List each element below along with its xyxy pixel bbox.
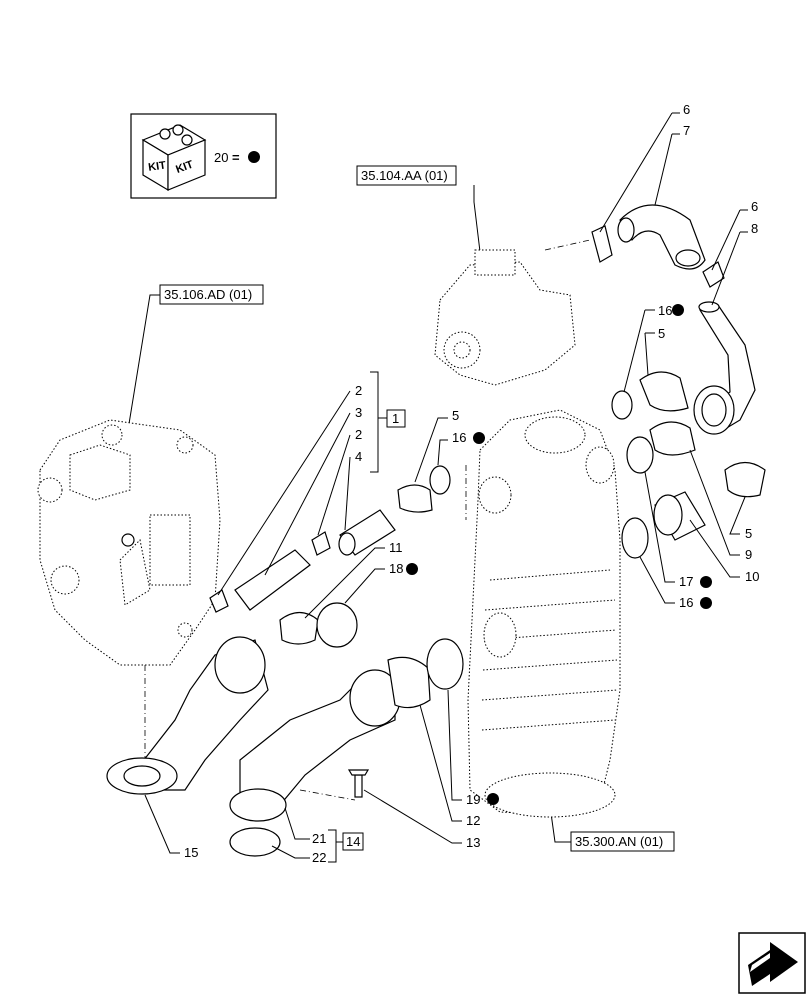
engine-block-left (37, 419, 221, 770)
callout-2-a: 2 (355, 383, 362, 398)
kit-label-right: KIT (174, 159, 195, 176)
kit-box: KIT KIT 20 = (130, 113, 277, 199)
part-4-connector (338, 509, 396, 556)
callout-17: 17 (679, 574, 693, 589)
part-12-clamp (387, 656, 431, 709)
kit-equals: = (232, 150, 240, 165)
part-11-clamp (279, 611, 319, 645)
dot-17 (700, 576, 712, 588)
part-6-clamp-right (702, 261, 725, 288)
part-10-sleeve (653, 491, 706, 541)
ref-35-300-text: 35.300.AN (01) (575, 834, 663, 849)
kit-label-left: KIT (148, 160, 167, 174)
part-18-seal (316, 602, 358, 648)
callout-6-right: 6 (751, 199, 758, 214)
part-15-intake-pipe (106, 636, 269, 795)
next-page-arrow-icon[interactable] (738, 932, 806, 994)
ref-35-104-text: 35.104.AA (01) (361, 168, 448, 183)
part-2-clamp-upper (311, 531, 331, 556)
air-filter-housing (465, 409, 621, 818)
part-6-clamp-top (591, 225, 613, 263)
part-16-seal-lower (621, 517, 649, 559)
callout-19: 19 (466, 792, 480, 807)
kit-box-icon: KIT KIT (141, 124, 207, 192)
dot-19 (487, 793, 499, 805)
dot-18 (406, 563, 418, 575)
part-5-clamp-lower (724, 461, 766, 498)
group-box-1: 1 (370, 371, 406, 473)
part-9-clamp (649, 421, 696, 456)
callout-16-upper: 16 (658, 303, 672, 318)
ref-35-106-text: 35.106.AD (01) (164, 287, 252, 302)
callout-12: 12 (466, 813, 480, 828)
ref-box-35-300: 35.300.AN (01) (544, 769, 675, 852)
callout-16-middle: 16 (452, 430, 466, 445)
callout-8: 8 (751, 221, 758, 236)
group-1-text: 1 (392, 411, 399, 426)
callouts: 6 7 6 8 16 5 2 3 2 4 5 16 11 18 (144, 102, 759, 865)
part-17-seal (626, 436, 654, 474)
dot-16-upper (672, 304, 684, 316)
callout-7: 7 (683, 123, 690, 138)
callout-9: 9 (745, 547, 752, 562)
callout-3: 3 (355, 405, 362, 420)
kit-item-number: 20 (214, 150, 228, 165)
part-21-elbow-pipe (229, 669, 401, 822)
part-22-oring (229, 827, 281, 857)
part-16-seal-upper (611, 390, 633, 420)
kit-dot-marker (248, 151, 260, 163)
part-16-seal-middle (429, 465, 451, 495)
part-8-bent-pipe (693, 301, 756, 435)
group-14-text: 14 (346, 834, 360, 849)
callout-13: 13 (466, 835, 480, 850)
callout-15: 15 (184, 845, 198, 860)
callout-4: 4 (355, 449, 362, 464)
callout-5-middle: 5 (452, 408, 459, 423)
callout-6-top: 6 (683, 102, 690, 117)
callout-5-upper: 5 (658, 326, 665, 341)
dot-16-lower (700, 597, 712, 609)
hydraulic-pump (434, 239, 591, 386)
part-19-seal (426, 638, 464, 690)
callout-2-b: 2 (355, 427, 362, 442)
part-13-bolt (299, 769, 370, 801)
ref-box-35-104: 35.104.AA (01) (356, 165, 482, 261)
part-2-clamp-lower (209, 589, 229, 613)
callout-21: 21 (312, 831, 326, 846)
group-box-14: 14 (328, 829, 364, 863)
part-3-hose (234, 549, 311, 611)
dot-16-middle (473, 432, 485, 444)
ref-box-35-106: 35.106.AD (01) (127, 284, 264, 431)
callout-11: 11 (389, 540, 403, 555)
callout-5-lower: 5 (745, 526, 752, 541)
callout-22: 22 (312, 850, 326, 865)
callout-18: 18 (389, 561, 403, 576)
part-5-clamp-middle (397, 484, 433, 513)
callout-10: 10 (745, 569, 759, 584)
callout-16-lower: 16 (679, 595, 693, 610)
part-7-elbow-hose (617, 204, 706, 270)
part-5-clamp-upper (639, 371, 689, 412)
